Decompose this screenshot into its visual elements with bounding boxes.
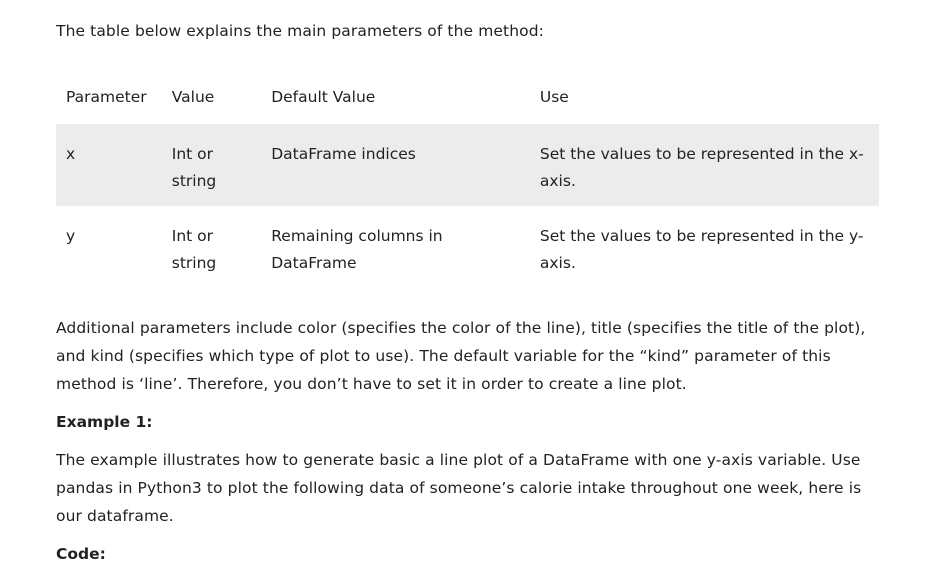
header-default-value: Default Value: [271, 88, 376, 106]
parameters-table: Parameter Value Default Value Use x Int …: [56, 70, 879, 288]
cell-value: Int or string: [161, 124, 262, 206]
table-row: x Int or string DataFrame indices Set th…: [56, 124, 879, 206]
cell-use: Set the values to be represented in the …: [529, 124, 879, 206]
cell-parameter: y: [66, 227, 76, 245]
cell-parameter: x: [56, 124, 162, 206]
table-row: y Int or string Remaining columns in Dat…: [56, 206, 879, 288]
additional-parameters-paragraph: Additional parameters include color (spe…: [56, 319, 866, 393]
table-header-row: Parameter Value Default Value Use: [56, 70, 879, 124]
header-use: Use: [539, 88, 569, 106]
code-heading: Code:: [56, 545, 106, 563]
example-heading: Example 1:: [56, 413, 153, 431]
cell-default-value: Remaining columns in DataFrame: [271, 227, 443, 272]
cell-default-value: DataFrame indices: [261, 124, 530, 206]
intro-text: The table below explains the main parame…: [56, 22, 544, 40]
cell-value: Int or string: [171, 227, 217, 272]
header-value: Value: [171, 88, 215, 106]
header-parameter: Parameter: [66, 88, 147, 106]
example-description-paragraph: The example illustrates how to generate …: [56, 451, 862, 525]
cell-use: Set the values to be represented in the …: [539, 227, 864, 272]
